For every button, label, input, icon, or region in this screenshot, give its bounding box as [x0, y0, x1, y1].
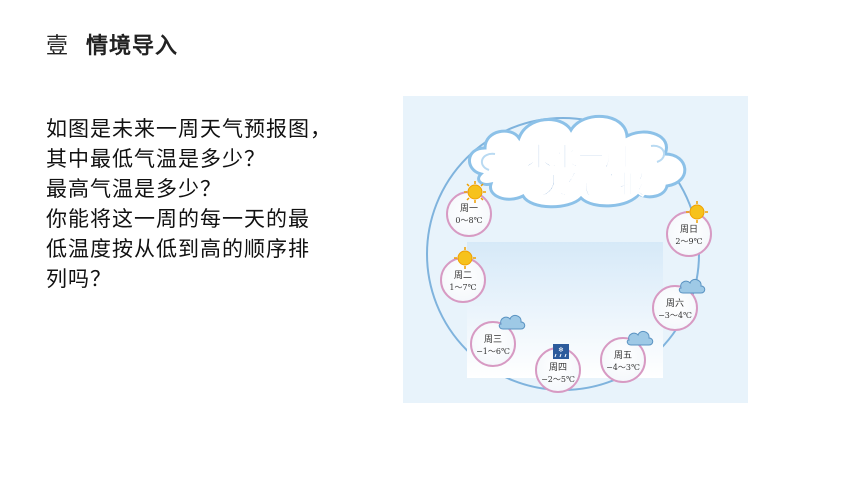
sunny-icon — [454, 247, 476, 269]
temperature-range: 2～9℃ — [675, 237, 702, 246]
question-line: 如图是未来一周天气预报图， — [46, 117, 332, 141]
day-label: 周日 — [680, 224, 698, 235]
temperature-range: 1～7℃ — [449, 283, 476, 292]
forecast-title-line1: 未来一周 — [526, 143, 630, 173]
cloud-title: 未来一周 天气预报 — [468, 115, 687, 209]
temperature-range: −1～6℃ — [476, 347, 510, 356]
day-label: 周四 — [549, 362, 567, 373]
forecast-illustration: 未来一周 天气预报 周一 0～8℃ — [426, 115, 712, 393]
temperature-range: −4～3℃ — [606, 363, 640, 372]
day-label: 周一 — [460, 203, 478, 214]
day-bubble-sat: 周六 −3～4℃ — [652, 278, 706, 331]
day-bubble-sun: 周日 2～9℃ — [666, 201, 712, 257]
day-bubble-thu: ❄ 周四 −2～5℃ — [535, 344, 581, 393]
sunny-icon — [464, 181, 486, 203]
temperature-range: −3～4℃ — [658, 311, 692, 320]
day-bubble-wed: 周三 −1～6℃ — [470, 314, 526, 367]
day-label: 周六 — [666, 297, 684, 309]
section-title: 情境导入 — [86, 34, 179, 59]
question-line: 你能将这一周的每一天的最 — [46, 207, 310, 231]
day-label: 周三 — [484, 334, 502, 345]
section-number: 壹 — [46, 34, 69, 59]
sunny-icon — [686, 201, 708, 223]
question-text: 如图是未来一周天气预报图， 其中最低气温是多少？ 最高气温是多少？ 你能将这一周… — [46, 114, 376, 294]
temperature-range: 0～8℃ — [455, 216, 482, 225]
day-bubble-tue: 周二 1～7℃ — [440, 247, 486, 303]
question-line: 最高气温是多少？ — [46, 177, 222, 201]
day-bubble-fri: 周五 −4～3℃ — [600, 330, 654, 383]
question-line: 其中最低气温是多少？ — [46, 147, 266, 171]
cloudy-icon — [626, 330, 654, 346]
question-line: 列吗？ — [46, 267, 112, 291]
forecast-title-line2: 天气预报 — [541, 170, 645, 201]
cloudy-icon — [498, 314, 526, 330]
cloudy-icon — [678, 278, 706, 294]
day-bubble-mon: 周一 0～8℃ — [446, 181, 492, 237]
temperature-range: −2～5℃ — [541, 375, 575, 384]
weather-forecast-figure: 未来一周 天气预报 周一 0～8℃ — [403, 96, 748, 403]
svg-text:❄: ❄ — [558, 346, 564, 354]
question-line: 低温度按从低到高的顺序排 — [46, 237, 310, 261]
day-label: 周五 — [614, 350, 632, 361]
day-label: 周二 — [454, 270, 472, 281]
section-header: 壹 情境导入 — [46, 28, 178, 60]
snow-icon: ❄ — [553, 344, 569, 359]
